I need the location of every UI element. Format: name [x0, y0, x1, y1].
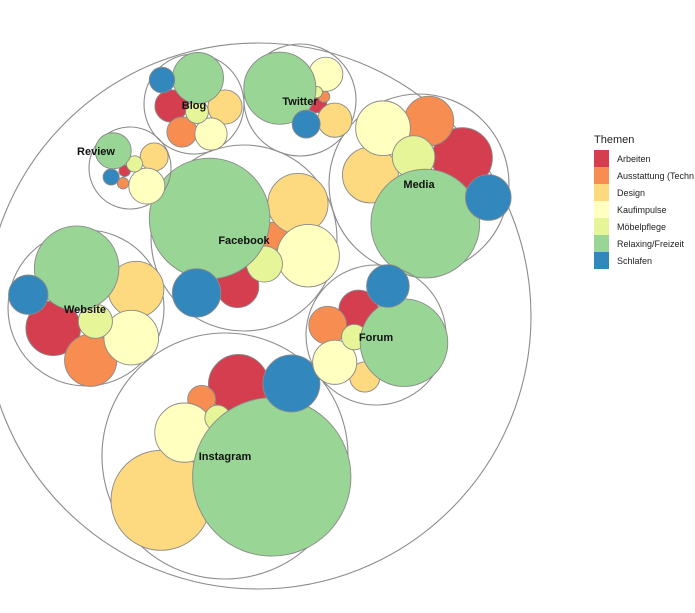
legend-swatch: [594, 167, 609, 184]
group-twitter: [243, 43, 357, 157]
legend-label: Design: [617, 187, 646, 198]
legend-item: Schlafen: [594, 252, 694, 269]
bubble-design: [207, 89, 243, 125]
group-website: [7, 225, 165, 387]
bubble-schlafen: [8, 274, 49, 315]
group-circle: [150, 144, 338, 332]
bubble-relaxing-freizeit: [192, 397, 352, 557]
legend-swatch: [594, 235, 609, 252]
bubble-schlafen: [262, 354, 321, 413]
bubble-kaufimpulse: [355, 100, 411, 156]
group-label: Media: [403, 179, 435, 191]
bubble-design: [317, 102, 353, 138]
bubble-design: [139, 142, 169, 172]
legend-label: Relaxing/Freizeit: [617, 238, 685, 249]
group-label: Twitter: [282, 96, 318, 108]
bubble-kaufimpulse: [128, 167, 166, 205]
group-label: Blog: [182, 100, 206, 112]
group-instagram: [101, 332, 352, 580]
legend-title: Themen: [594, 134, 635, 146]
bubble-relaxing-freizeit: [33, 225, 120, 311]
group-blog: [143, 52, 245, 155]
group-forum: [305, 264, 449, 406]
group-label: Facebook: [218, 235, 270, 247]
legend-label: Schlafen: [617, 255, 653, 266]
bubble-relaxing-freizeit: [148, 157, 271, 280]
bubble-m-belpflege: [125, 155, 144, 173]
bubble-kaufimpulse: [276, 223, 340, 288]
legend-item: Arbeiten: [594, 150, 694, 167]
legend-label: Kaufimpulse: [617, 204, 667, 215]
legend-label: Arbeiten: [617, 153, 651, 164]
legend-item: Design: [594, 184, 694, 201]
bubble-relaxing-freizeit: [243, 51, 317, 125]
bubble-relaxing-freizeit: [172, 52, 224, 104]
bubble-schlafen: [171, 268, 222, 318]
group-label: Review: [77, 146, 115, 158]
group-circle: [243, 43, 357, 157]
group-facebook: [148, 144, 340, 332]
bubble-kaufimpulse: [103, 309, 160, 366]
bubble-schlafen: [366, 264, 410, 308]
legend-item: Kaufimpulse: [594, 201, 694, 218]
bubble-schlafen: [291, 109, 321, 139]
bubble-design: [267, 172, 329, 235]
legend-swatch: [594, 184, 609, 201]
group-label: Website: [64, 304, 106, 316]
bubble-schlafen: [148, 66, 176, 94]
bubble-ausstattung-techn: [308, 305, 348, 345]
bubble-kaufimpulse: [312, 339, 358, 385]
legend-swatch: [594, 218, 609, 235]
legend-item: Relaxing/Freizeit: [594, 235, 694, 252]
legend-swatch: [594, 252, 609, 269]
legend-label: Möbelpflege: [617, 221, 667, 232]
legend-label: Ausstattung (Techn: [617, 170, 695, 181]
bubble-relaxing-freizeit: [370, 168, 481, 279]
group-label: Forum: [359, 332, 393, 344]
legend-swatch: [594, 150, 609, 167]
legend-item: Ausstattung (Techn: [594, 167, 694, 184]
group-media: [328, 93, 512, 279]
legend-swatch: [594, 201, 609, 218]
group-review: [88, 126, 172, 210]
group-circle: [88, 126, 172, 210]
group-label: Instagram: [199, 451, 252, 463]
bubble-schlafen: [102, 168, 120, 186]
bubble-kaufimpulse: [194, 117, 228, 151]
bubble-schlafen: [465, 174, 512, 221]
root-circle: [0, 42, 532, 590]
legend-item: Möbelpflege: [594, 218, 694, 235]
